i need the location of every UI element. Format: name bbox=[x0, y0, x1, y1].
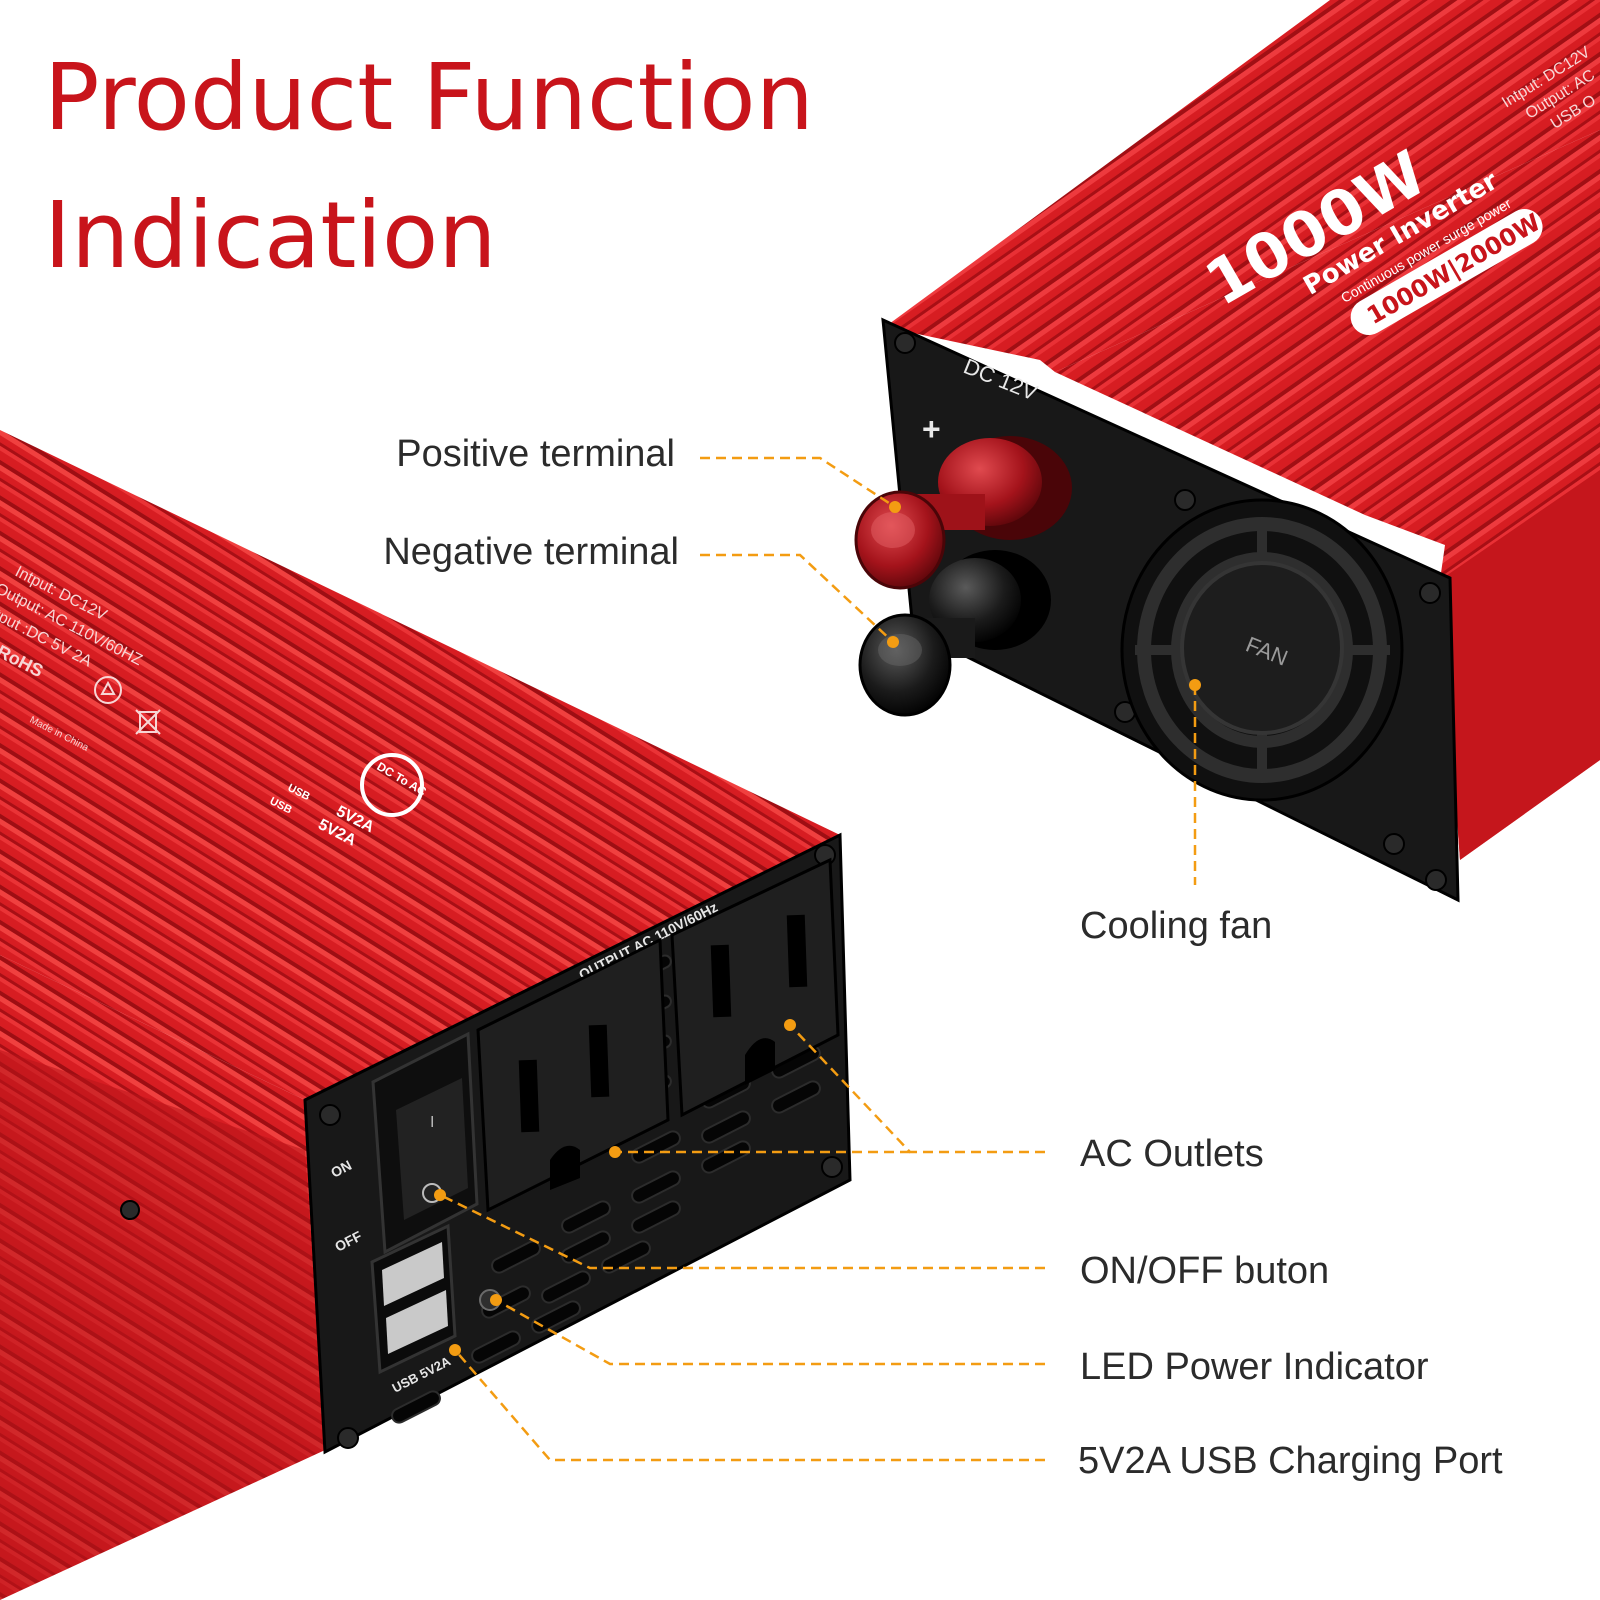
callout-ac-outlets: AC Outlets bbox=[1080, 1133, 1264, 1175]
recycle-icon bbox=[94, 676, 122, 704]
negative-terminal-cap bbox=[858, 613, 952, 717]
leader-switch bbox=[439, 1193, 1045, 1270]
plus-sign: + bbox=[922, 411, 941, 447]
leader-usb bbox=[454, 1349, 1045, 1462]
inverter-front: OUTPUT AC 110V/60Hz I ON OFF bbox=[0, 430, 852, 1600]
negative-terminal bbox=[858, 550, 1051, 717]
page-title-line-1: Product Function bbox=[44, 44, 814, 151]
usb-charging-ports[interactable] bbox=[370, 1223, 457, 1375]
positive-terminal-cap bbox=[854, 490, 946, 590]
callout-negative-terminal: Negative terminal bbox=[383, 531, 679, 573]
fan-hub bbox=[1180, 561, 1344, 735]
ac-outlet-2 bbox=[670, 857, 840, 1118]
ac-outlet-1 bbox=[476, 937, 670, 1213]
callout-positive-terminal: Positive terminal bbox=[396, 433, 675, 475]
positive-terminal bbox=[854, 436, 1072, 590]
callout-cooling-fan: Cooling fan bbox=[1080, 905, 1273, 947]
inverter-rear-top bbox=[885, 0, 1600, 372]
cooling-fan: FAN bbox=[1120, 498, 1404, 802]
leader-negative bbox=[700, 553, 894, 643]
callout-on-off-button: ON/OFF buton bbox=[1080, 1250, 1330, 1292]
svg-text:I: I bbox=[430, 1114, 434, 1131]
weee-bin-icon bbox=[135, 709, 161, 735]
callout-usb-charging-port: 5V2A USB Charging Port bbox=[1078, 1440, 1503, 1482]
power-badge bbox=[1350, 209, 1543, 336]
leader-led bbox=[495, 1298, 1045, 1366]
panel-screws bbox=[894, 332, 1447, 891]
callout-led-power-indicator: LED Power Indicator bbox=[1080, 1346, 1429, 1388]
leader-lines bbox=[439, 456, 1197, 1462]
inverter-front-top bbox=[0, 430, 840, 1100]
leader-positive bbox=[700, 456, 896, 509]
page-title-line-2: Indication bbox=[44, 182, 497, 289]
inverter-rear: DC 12V + FAN 1000 bbox=[854, 0, 1600, 903]
on-off-switch[interactable]: I bbox=[371, 1031, 479, 1255]
leader-dots bbox=[434, 501, 1201, 1356]
